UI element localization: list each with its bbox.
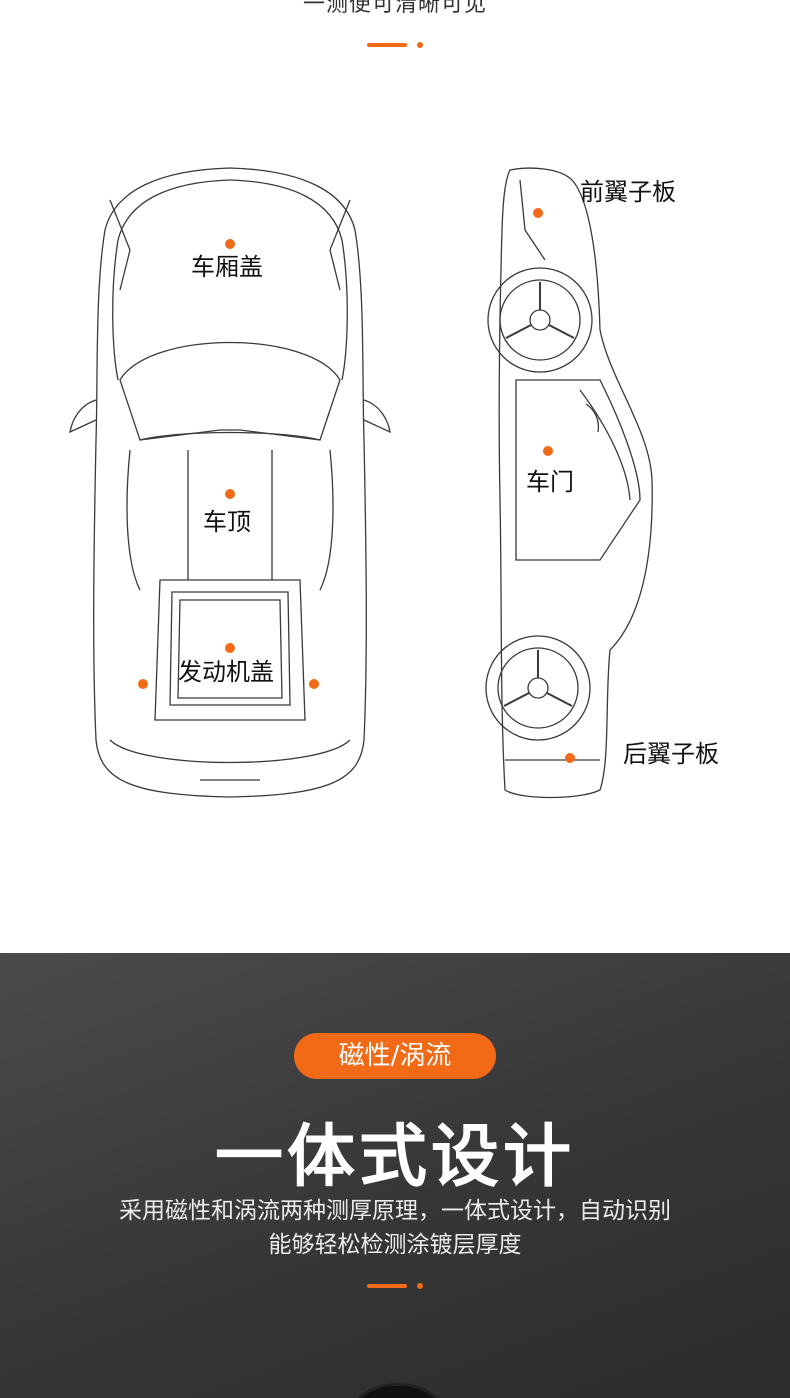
roof-point [225,489,235,499]
trunk-point [225,239,235,249]
door-point [543,446,553,456]
trunk-label: 车厢盖 [191,253,263,281]
description-line-2: 能够轻松检测涂镀层厚度 [268,1232,522,1258]
rear-fender-label: 后翼子板 [623,740,719,768]
headline: 一体式设计 [214,1118,575,1197]
integrated-design-section: 磁性/涡流 一体式设计 采用磁性和涡流两种测厚原理，一体式设计，自动识别 能够轻… [0,953,790,1398]
door-label: 车门 [526,468,574,496]
device-top-edge [340,1383,456,1398]
measurement-points-section: 一测便可清晰可见 [69,0,719,799]
section-divider [367,1283,427,1289]
hood-point [225,643,235,653]
description-line-1: 采用磁性和涡流两种测厚原理，一体式设计，自动识别 [119,1198,671,1224]
front-fender-point [533,208,543,218]
front-fender-label: 前翼子板 [580,178,676,206]
left-fender-point [138,679,148,689]
hood-label: 发动机盖 [178,658,274,686]
roof-label: 车顶 [203,508,251,536]
car-illustration [69,167,653,799]
section-title: 一测便可清晰可见 [302,0,487,17]
right-fender-point [309,679,319,689]
rear-fender-point [565,753,575,763]
sensor-type-badge: 磁性/涡流 [294,1033,496,1079]
title-divider [367,42,427,48]
